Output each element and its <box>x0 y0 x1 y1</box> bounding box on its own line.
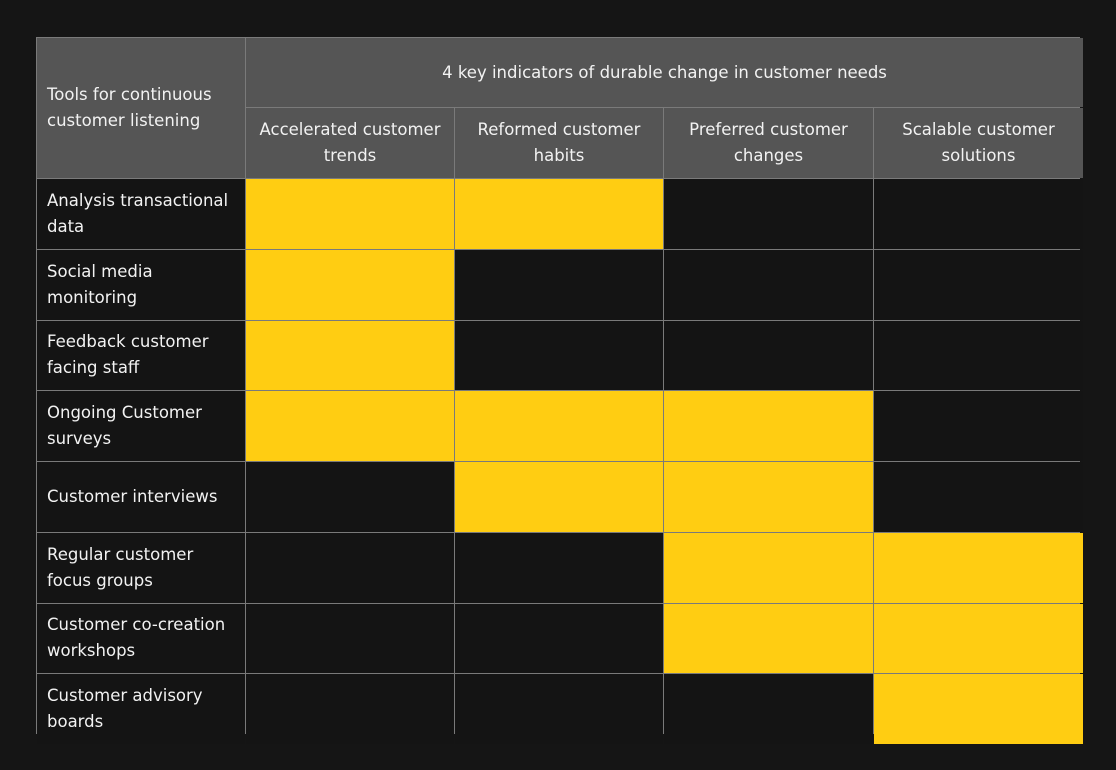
indicator-cell-highlighted <box>246 391 454 461</box>
row-label: Customer advisory boards <box>47 686 203 732</box>
row-label: Analysis transactional data <box>47 190 229 236</box>
indicator-cell-empty <box>455 532 663 603</box>
indicator-cell-empty <box>455 249 663 320</box>
indicator-cell-empty <box>874 249 1083 320</box>
indicator-cell-highlighted <box>664 391 873 461</box>
indicator-cell-empty <box>874 391 1083 461</box>
indicator-cell-empty <box>246 462 454 532</box>
row-label-cell: Customer interviews <box>37 462 245 532</box>
indicator-cell-empty <box>664 179 873 249</box>
indicator-cell-empty <box>874 320 1083 391</box>
column-header-preferred: Preferred customer changes <box>664 108 873 178</box>
row-label-cell: Customer advisory boards <box>37 674 245 744</box>
indicator-cell-empty <box>664 249 873 320</box>
row-label: Feedback customer facing staff <box>47 332 209 378</box>
row-label: Regular customer focus groups <box>47 544 194 590</box>
row-label: Customer interviews <box>47 486 218 506</box>
indicator-cell-empty <box>246 603 454 674</box>
indicator-cell-highlighted <box>246 320 454 391</box>
row-label: Customer co-creation workshops <box>47 615 226 661</box>
column-header-label: Accelerated customer trends <box>259 120 441 165</box>
row-label-cell: Customer co-creation workshops <box>37 603 245 674</box>
indicator-cell-empty <box>664 674 873 744</box>
indicator-cell-empty <box>874 179 1083 249</box>
column-header-label: Scalable customer solutions <box>902 120 1055 165</box>
indicator-cell-empty <box>664 320 873 391</box>
group-header: 4 key indicators of durable change in cu… <box>246 38 1083 107</box>
row-label-cell: Ongoing Customer surveys <box>37 391 245 461</box>
indicator-cell-empty <box>246 674 454 744</box>
indicator-cell-highlighted <box>246 179 454 249</box>
column-header-label: Reformed customer habits <box>477 120 641 165</box>
tools-indicators-matrix: Tools for continuous customer listening … <box>36 37 1083 744</box>
row-label-cell: Feedback customer facing staff <box>37 320 245 391</box>
group-header-label: 4 key indicators of durable change in cu… <box>442 62 887 82</box>
indicator-cell-highlighted <box>664 462 873 532</box>
column-header-label: Preferred customer changes <box>689 120 848 165</box>
indicator-cell-highlighted <box>455 462 663 532</box>
indicator-cell-highlighted <box>455 391 663 461</box>
indicator-cell-highlighted <box>455 179 663 249</box>
indicator-cell-highlighted <box>874 603 1083 674</box>
corner-header-label: Tools for continuous customer listening <box>47 85 212 130</box>
indicator-cell-empty <box>455 674 663 744</box>
row-label: Social media monitoring <box>47 261 153 307</box>
column-header-reformed: Reformed customer habits <box>455 108 663 178</box>
indicator-cell-highlighted <box>874 674 1083 744</box>
indicator-cell-empty <box>455 320 663 391</box>
row-label-cell: Social media monitoring <box>37 249 245 320</box>
corner-header: Tools for continuous customer listening <box>37 38 245 178</box>
indicator-cell-highlighted <box>664 603 873 674</box>
column-header-scalable: Scalable customer solutions <box>874 108 1083 178</box>
indicator-cell-highlighted <box>874 532 1083 603</box>
indicator-cell-empty <box>874 462 1083 532</box>
column-header-accelerated: Accelerated customer trends <box>246 108 454 178</box>
indicator-cell-empty <box>246 532 454 603</box>
row-label-cell: Analysis transactional data <box>37 179 245 249</box>
row-label-cell: Regular customer focus groups <box>37 532 245 603</box>
indicator-cell-empty <box>455 603 663 674</box>
indicator-cell-highlighted <box>246 249 454 320</box>
row-label: Ongoing Customer surveys <box>47 403 202 449</box>
indicator-cell-highlighted <box>664 532 873 603</box>
